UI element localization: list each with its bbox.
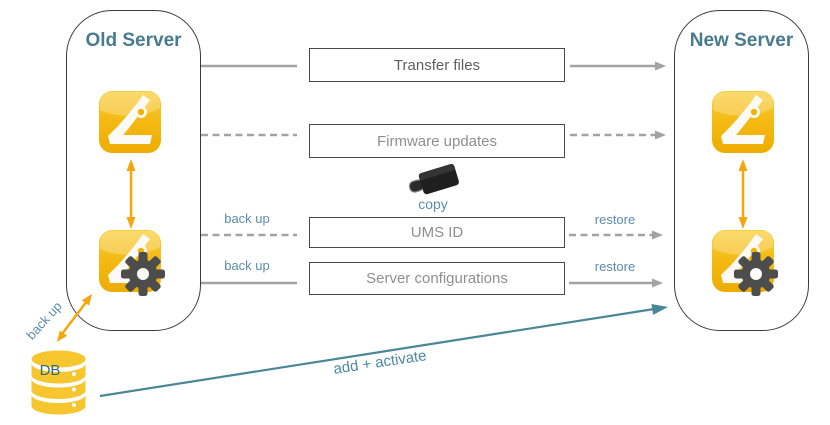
transfer-files-label: Transfer files (393, 56, 481, 74)
ums-id-box: UMS ID (309, 217, 565, 248)
usb-stick-icon (408, 163, 459, 195)
db-backup-label: back up (23, 298, 65, 343)
firmware-arrowhead-icon (655, 130, 666, 140)
ums-console-icon (712, 91, 774, 153)
ums-id-arrowhead-icon (652, 230, 663, 240)
db-label: DB (39, 362, 61, 379)
transfer-files-box: Transfer files (309, 48, 565, 82)
server-configurations-box: Server configurations (309, 262, 565, 295)
database-icon (31, 350, 86, 415)
old-server-title: Old Server (85, 30, 182, 51)
ums-id-label: UMS ID (410, 224, 464, 241)
add-activate-arrowhead-icon (651, 304, 668, 315)
new-server-title: New Server (689, 30, 794, 51)
add-activate-label: add + activate (332, 347, 428, 378)
ums-console-icon (99, 91, 161, 153)
ums-server-gear-icon (99, 230, 165, 296)
transfer-arrowhead-icon (655, 61, 666, 71)
firmware-updates-label: Firmware updates (376, 132, 498, 150)
ums-id-restore-label: restore (594, 212, 636, 227)
add-activate-arrow (99, 307, 655, 398)
server-config-arrowhead-icon (652, 278, 663, 288)
server-configurations-label: Server configurations (366, 270, 508, 287)
server-config-restore-label: restore (594, 259, 636, 274)
firmware-updates-box: Firmware updates (309, 124, 565, 158)
db-backup-arrowhead-down-icon (57, 330, 68, 342)
ums-server-gear-icon (712, 230, 778, 296)
copy-label: copy (418, 196, 448, 212)
ums-id-backup-label: back up (224, 211, 270, 226)
server-config-backup-label: back up (224, 258, 270, 273)
